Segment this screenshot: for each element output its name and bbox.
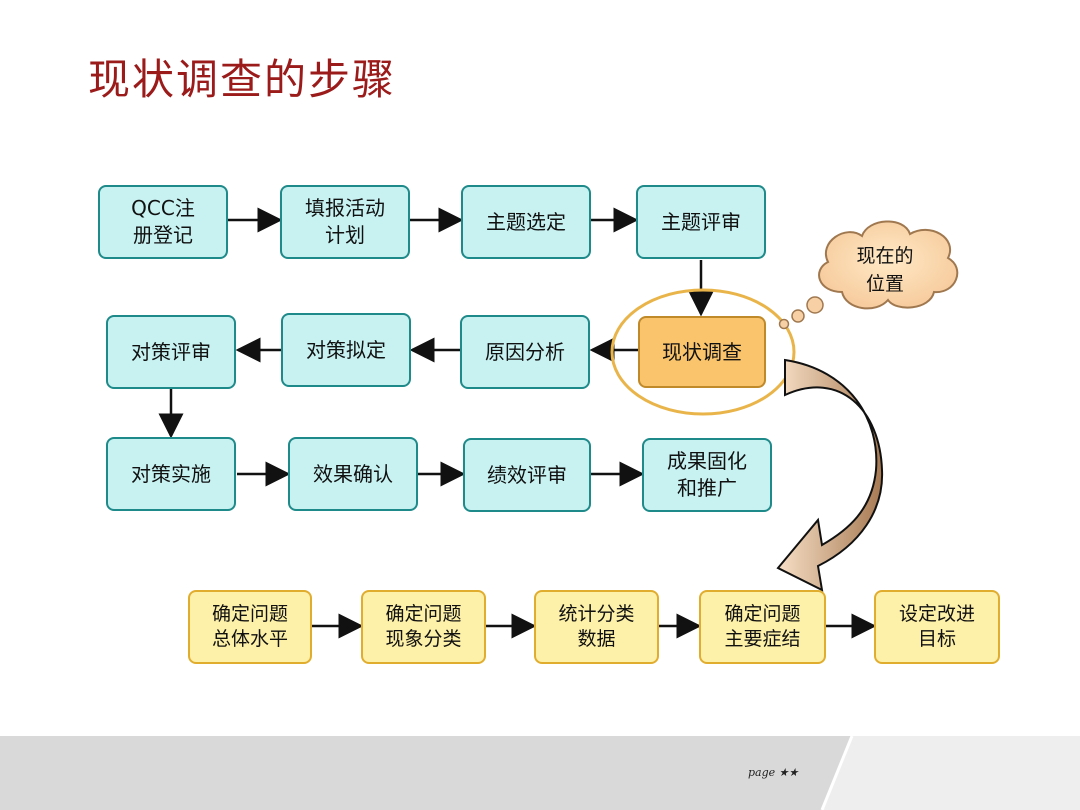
step-topic-review: 主题评审 xyxy=(636,185,766,259)
step-measure-review: 对策评审 xyxy=(106,315,236,389)
step-cause-analysis: 原因分析 xyxy=(460,315,590,389)
substep-5: 设定改进 目标 xyxy=(874,590,1000,664)
substep-3: 统计分类 数据 xyxy=(534,590,659,664)
step-performance-review: 绩效评审 xyxy=(463,438,591,512)
substep-4: 确定问题 主要症结 xyxy=(699,590,826,664)
substep-1: 确定问题 总体水平 xyxy=(188,590,312,664)
step-current-survey: 现状调查 xyxy=(638,316,766,388)
step-consolidate: 成果固化 和推广 xyxy=(642,438,772,512)
star-icon: ★ xyxy=(778,766,789,779)
step-effect-confirm: 效果确认 xyxy=(288,437,418,511)
substep-2: 确定问题 现象分类 xyxy=(361,590,486,664)
highlight-ellipse xyxy=(610,288,796,416)
step-measure-implement: 对策实施 xyxy=(106,437,236,511)
footer-band xyxy=(0,736,1080,810)
thought-cloud xyxy=(778,220,959,330)
step-fill-plan: 填报活动 计划 xyxy=(280,185,410,259)
star-icon: ★ xyxy=(788,766,799,779)
step-measure-draft: 对策拟定 xyxy=(281,313,411,387)
footer-page-label: page ★★ xyxy=(748,766,799,779)
page-title: 现状调查的步骤 xyxy=(88,55,397,104)
curved-arrow xyxy=(776,358,884,592)
step-qcc-register: QCC注 册登记 xyxy=(98,185,228,259)
step-topic-select: 主题选定 xyxy=(461,185,591,259)
callout-current-position: 现在的 位置 xyxy=(856,245,914,295)
